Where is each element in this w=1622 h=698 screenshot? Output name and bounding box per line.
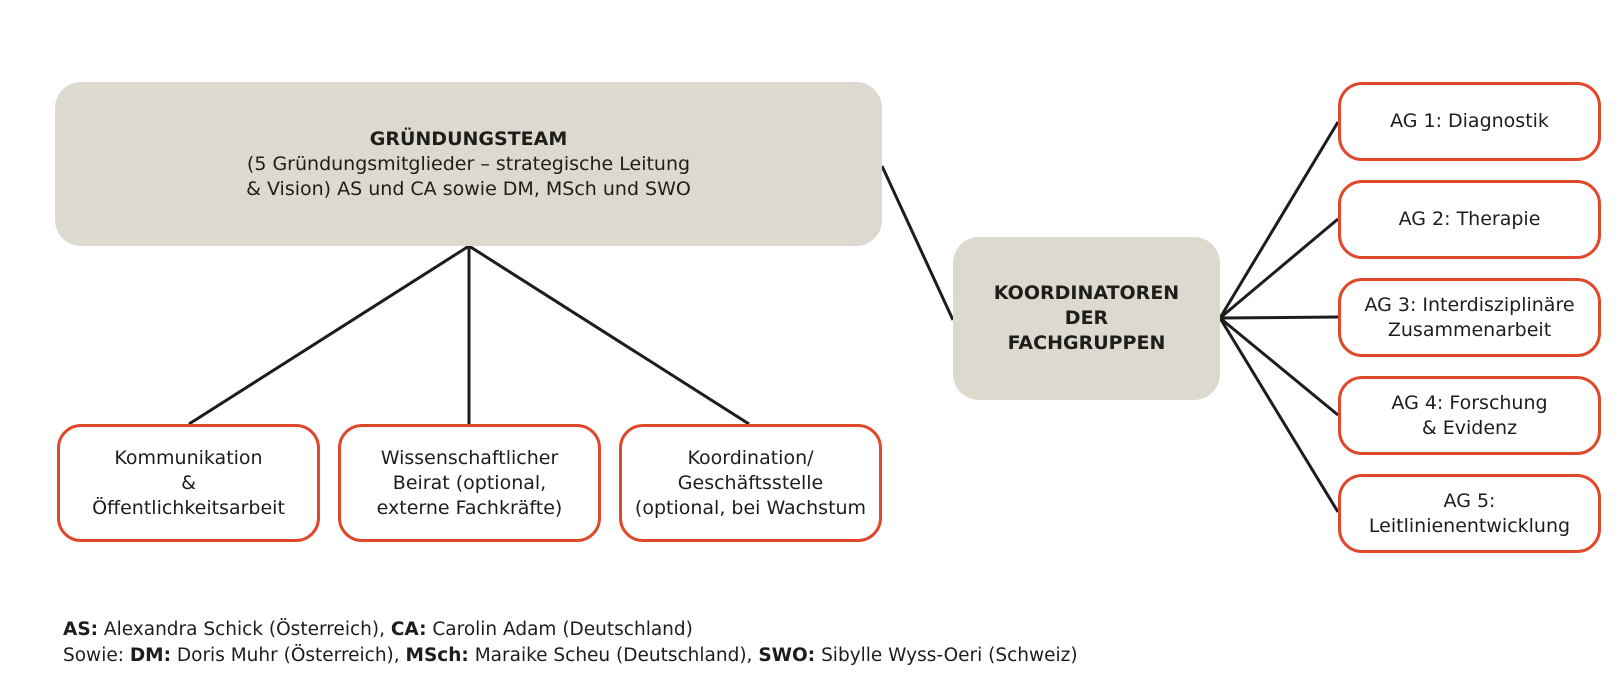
communication-label-line-1: Kommunikation	[114, 446, 263, 469]
legend-abbr-msch: MSch:	[405, 645, 469, 666]
legend-name-dm: Doris Muhr (Österreich),	[171, 645, 406, 666]
office-label-line-2: Geschäftsstelle	[677, 471, 824, 494]
legend-abbr-dm: DM:	[129, 645, 171, 666]
legend-abbr-ca: CA:	[390, 619, 427, 640]
connector-founding-to-communication	[188, 244, 470, 426]
legend-name-as: Alexandra Schick (Österreich),	[98, 619, 391, 640]
communication-label-line-2: &	[181, 471, 196, 494]
working-group-5-label-line-2: Leitlinienentwicklung	[1368, 514, 1571, 537]
working-group-4-label-line-1: AG 4: Forschung	[1391, 391, 1548, 414]
working-group-3-label-line-2: Zusammenarbeit	[1387, 318, 1552, 341]
working-group-4-label-line-2: & Evidenz	[1421, 416, 1518, 439]
connector-founding-to-office	[468, 244, 750, 426]
connector-founding-to-coordinators	[880, 165, 955, 321]
working-group-2-label: AG 2: Therapie	[1398, 208, 1541, 230]
connector-coordinators-to-ag5	[1218, 317, 1340, 513]
working-group-1-box: AG 1: Diagnostik	[1338, 82, 1601, 161]
legend-abbr-as: AS:	[63, 619, 99, 640]
communication-box: Kommunikation & Öffentlichkeitsarbeit	[57, 424, 320, 542]
working-group-4-box: AG 4: Forschung & Evidenz	[1338, 376, 1601, 455]
coordinators-label-line-1: KOORDINATOREN	[993, 282, 1180, 304]
working-group-1-label: AG 1: Diagnostik	[1390, 110, 1549, 132]
legend-abbr-swo: SWO:	[758, 645, 816, 666]
advisory-board-box: Wissenschaftlicher Beirat (optional, ext…	[338, 424, 601, 542]
abbreviation-legend: AS: Alexandra Schick (Österreich), CA: C…	[63, 617, 1078, 669]
coordinators-label-line-2: DER	[1064, 307, 1109, 329]
founding-team-description-line-1: (5 Gründungsmitglieder – strategische Le…	[246, 152, 691, 175]
working-group-3-box: AG 3: Interdisziplinäre Zusammenarbeit	[1338, 278, 1601, 357]
legend-row-2-prefix: Sowie:	[63, 645, 130, 666]
communication-label-line-3: Öffentlichkeitsarbeit	[92, 496, 285, 519]
legend-row-2: Sowie: DM: Doris Muhr (Österreich), MSch…	[63, 643, 1078, 669]
founding-team-box: GRÜNDUNGSTEAM (5 Gründungsmitglieder – s…	[55, 82, 882, 246]
working-group-5-label-line-1: AG 5:	[1443, 489, 1496, 512]
founding-team-title: GRÜNDUNGSTEAM	[369, 127, 568, 150]
office-label-line-3: (optional, bei Wachstum	[634, 496, 867, 519]
connector-coordinators-to-ag1	[1218, 121, 1340, 319]
legend-name-ca: Carolin Adam (Deutschland)	[426, 619, 693, 640]
working-group-2-box: AG 2: Therapie	[1338, 180, 1601, 259]
founding-team-description-line-2: & Vision) AS und CA sowie DM, MSch und S…	[246, 177, 691, 200]
connector-coordinators-to-ag4	[1219, 316, 1339, 417]
connector-coordinators-to-ag3	[1219, 315, 1339, 320]
coordinators-box: KOORDINATOREN DER FACHGRUPPEN	[953, 237, 1220, 400]
working-group-5-box: AG 5: Leitlinienentwicklung	[1338, 474, 1601, 553]
office-label-line-1: Koordination/	[687, 446, 814, 469]
legend-row-1: AS: Alexandra Schick (Österreich), CA: C…	[63, 617, 1078, 643]
working-group-3-label-line-1: AG 3: Interdisziplinäre	[1364, 293, 1575, 316]
advisory-board-label-line-3: externe Fachkräfte)	[376, 496, 563, 519]
advisory-board-label-line-1: Wissenschaftlicher	[380, 446, 559, 469]
office-box: Koordination/ Geschäftsstelle (optional,…	[619, 424, 882, 542]
connector-coordinators-to-ag2	[1219, 217, 1339, 320]
advisory-board-label-line-2: Beirat (optional,	[392, 471, 547, 494]
coordinators-label-line-3: FACHGRUPPEN	[1007, 332, 1166, 354]
legend-name-msch: Maraike Scheu (Deutschland),	[468, 645, 759, 666]
legend-name-swo: Sibylle Wyss-Oeri (Schweiz)	[815, 645, 1078, 666]
